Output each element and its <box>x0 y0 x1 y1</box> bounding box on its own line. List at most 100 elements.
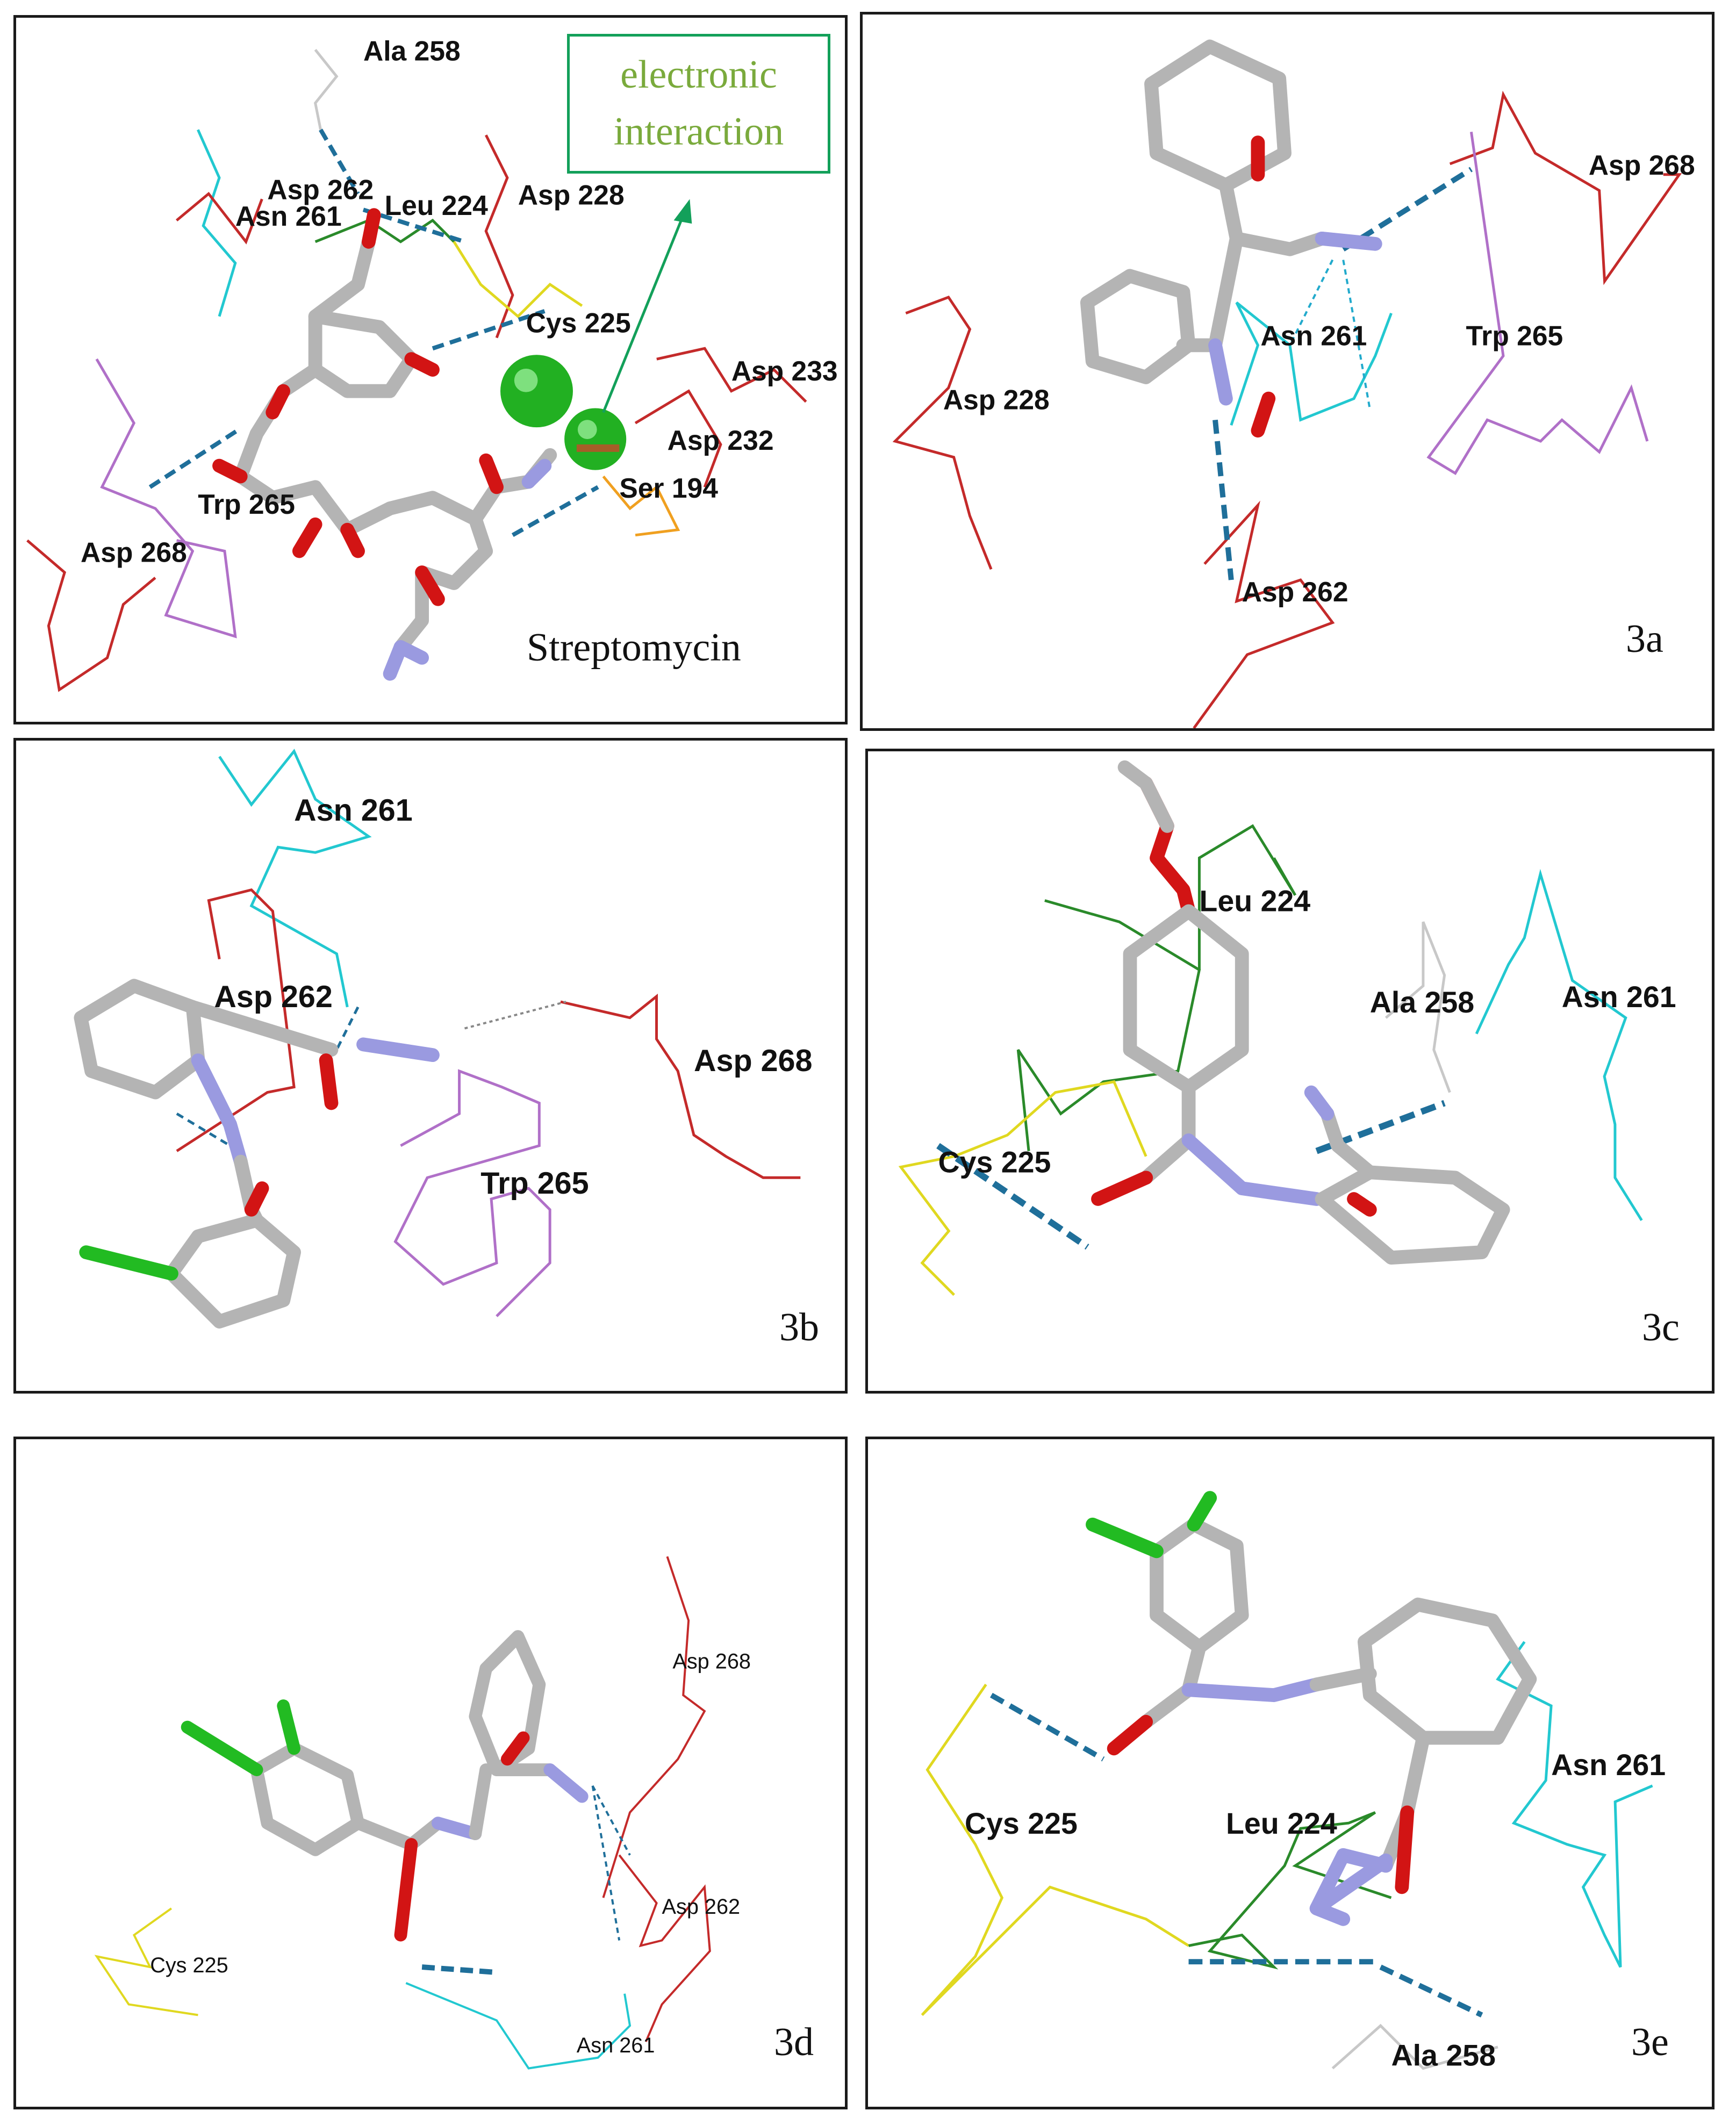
hbond <box>1213 419 1234 580</box>
ligand-ring <box>1144 39 1292 192</box>
residue-trp265-wire <box>393 1069 551 1317</box>
hbond <box>990 1692 1105 1762</box>
residue-asp268-wire <box>1449 90 1682 285</box>
residue-asp268-wire <box>26 539 156 692</box>
arrow-icon <box>602 199 692 413</box>
residue-label: Cys 225 <box>150 1954 228 1977</box>
residue-label: Trp 265 <box>1466 320 1563 351</box>
residue-asp262-wire <box>176 191 263 245</box>
streptomycin-structure: Ala 258 Asp 262 Asn 261 Leu 224 Asp 228 … <box>26 35 838 692</box>
residue-label: Asp 228 <box>943 384 1050 415</box>
residue-label: Asp 262 <box>267 174 374 205</box>
hbond <box>335 1006 360 1051</box>
residue-label: Cys 225 <box>938 1145 1051 1179</box>
residue-label: Cys 225 <box>965 1807 1078 1840</box>
green-sphere-icon <box>500 355 627 470</box>
hbond <box>319 128 360 195</box>
residue-ala258-wire <box>1331 2023 1498 2070</box>
residue-ser194-wire <box>602 475 680 537</box>
ligand-ring <box>1123 904 1249 1094</box>
panel-caption: 3e <box>1631 2020 1669 2064</box>
residue-label: Asp 228 <box>518 179 625 210</box>
residue-label: Asp 262 <box>1242 576 1348 607</box>
residue-label: Asp 268 <box>1589 149 1695 181</box>
electronic-interaction-callout: electronic interaction <box>567 34 830 174</box>
residue-label: Asn 261 <box>577 2034 655 2057</box>
hbond <box>148 426 242 489</box>
residue-ala258-wire <box>1385 921 1451 1093</box>
residue-label: Asn 261 <box>1551 1748 1666 1782</box>
ligand-ring <box>1315 1165 1510 1265</box>
panel-3a: Asp 268 Asn 261 Trp 265 Asp 228 Asp 262 … <box>860 12 1715 731</box>
compound-3d-structure: Asp 268 Asp 262 Cys 225 Asn 261 <box>94 1556 751 2070</box>
residue-label: Cys 225 <box>526 307 631 339</box>
residue-label: Asn 261 <box>235 200 342 232</box>
residue-leu224-wire-b <box>1197 824 1297 970</box>
residue-label: Leu 224 <box>1199 885 1310 918</box>
residue-label: Asp 262 <box>214 980 333 1014</box>
residue-label: Asn 261 <box>1260 320 1367 351</box>
hbond <box>421 1964 497 1975</box>
residue-label: Trp 265 <box>198 489 295 520</box>
panel-caption: Streptomycin <box>527 626 741 670</box>
ligand-ring <box>1357 1597 1537 1745</box>
panel-caption: 3d <box>774 2020 814 2064</box>
panel-caption: 3c <box>1642 1305 1680 1349</box>
residue-label: Ala 258 <box>1391 2039 1496 2072</box>
hbond <box>511 485 599 537</box>
ligand-ring <box>1080 269 1196 384</box>
panel-3d: Asp 268 Asp 262 Cys 225 Asn 261 3d <box>13 1437 848 2109</box>
residue-leu224-wire <box>314 218 455 243</box>
residue-asn261-wire <box>1475 868 1643 1221</box>
residue-label: Asp 268 <box>672 1650 751 1674</box>
residue-label: Asp 268 <box>694 1044 813 1078</box>
residue-cys225-wire <box>94 1907 198 2016</box>
residue-label: Asp 268 <box>81 536 187 568</box>
residue-label: Asp 233 <box>731 355 838 386</box>
ligand-sticks <box>233 234 493 654</box>
residue-asp262-wire <box>1193 500 1335 728</box>
residue-asn261-wire <box>218 749 372 1008</box>
residue-cys225-wire <box>921 1683 1189 2016</box>
compound-3b-structure: Asn 261 Asp 262 Asp 268 Trp 265 <box>74 749 813 1329</box>
residue-label: Ala 258 <box>363 35 461 66</box>
residue-leu224-wire <box>1188 1811 1392 1970</box>
residue-label: Asn 261 <box>1562 980 1676 1014</box>
residue-asn261-wire <box>197 129 237 317</box>
residue-label: Ala 258 <box>1370 986 1474 1019</box>
ligand-ring <box>1150 1517 1249 1654</box>
residue-ala258-wire <box>313 48 339 130</box>
residue-trp265-wire <box>95 358 237 638</box>
residue-asp233-wire <box>656 347 807 403</box>
residue-label: Asp 262 <box>662 1895 741 1919</box>
residue-label: Leu 224 <box>385 190 488 221</box>
hbond <box>432 309 546 351</box>
ligand-sticks-branch <box>308 309 419 398</box>
compound-3c-structure: Leu 224 Ala 258 Asn 261 Cys 225 <box>898 760 1676 1296</box>
residue-asp228-wire <box>892 296 993 570</box>
residue-label: Asn 261 <box>294 793 413 828</box>
residue-cys225-wire <box>453 241 583 319</box>
ligand-ring <box>469 1630 546 1776</box>
residue-label: Ser 194 <box>619 472 718 504</box>
ligand-ring <box>74 979 205 1100</box>
panel-streptomycin: Ala 258 Asp 262 Asn 261 Leu 224 Asp 228 … <box>13 15 848 724</box>
panel-caption: 3a <box>1626 617 1663 661</box>
hbond <box>176 1112 231 1147</box>
residue-asp262-wire <box>618 1854 711 2042</box>
hbond <box>936 1143 1089 1250</box>
residue-asn261-wire <box>1230 301 1393 426</box>
panel-caption: 3b <box>779 1305 819 1349</box>
panel-3e: Asn 261 Cys 225 Leu 224 Ala 258 3e <box>865 1437 1715 2109</box>
residue-asp228-wire <box>484 134 514 339</box>
residue-label: Asp 232 <box>668 425 774 456</box>
ligand-ring <box>164 1213 301 1329</box>
ligand-ring <box>250 1742 364 1856</box>
panel-3c: Leu 224 Ala 258 Asn 261 Cys 225 3c <box>865 749 1715 1394</box>
residue-asp268-wire <box>560 993 801 1179</box>
residue-asp268-wire <box>602 1556 706 1898</box>
residue-cys225-wire <box>898 1080 1147 1296</box>
residue-label: Leu 224 <box>1226 1807 1337 1840</box>
residue-leu224-wire <box>1016 899 1201 1152</box>
compound-3a-structure: Asp 268 Asn 261 Trp 265 Asp 228 Asp 262 <box>892 39 1695 728</box>
